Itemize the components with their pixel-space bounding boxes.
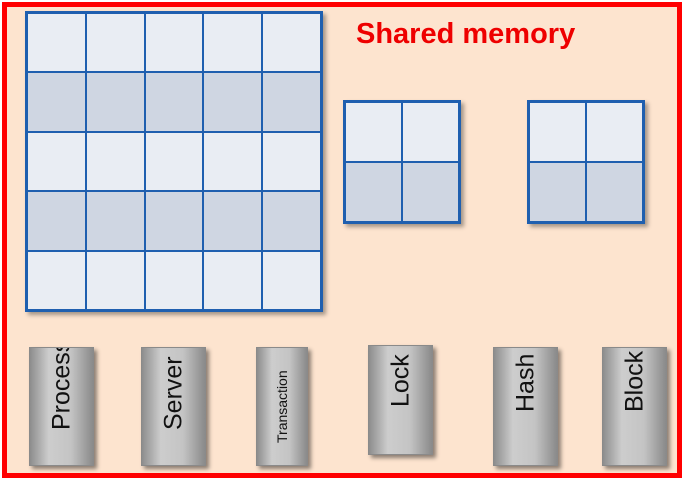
block-block: Block (602, 347, 667, 466)
grid-row (345, 162, 459, 222)
grid-cell (144, 131, 204, 192)
grid-cell (203, 13, 263, 73)
grid-cell (262, 191, 321, 251)
grid-row (27, 131, 321, 192)
grid-cell (402, 162, 459, 222)
grid-cell (203, 191, 263, 251)
grid-cell (262, 13, 321, 73)
grid-cell (85, 250, 145, 310)
large-grid (25, 11, 323, 312)
grid-row (529, 162, 643, 222)
process-block: Process (29, 347, 94, 466)
grid-cell (203, 250, 263, 310)
grid-cell (27, 250, 86, 310)
grid-cell (85, 191, 145, 251)
grid-cell (144, 13, 204, 73)
transaction-label: Transaction (274, 370, 290, 443)
grid-cell (262, 131, 321, 192)
process-label: Process (47, 347, 75, 430)
transaction-block: Transaction (256, 347, 308, 466)
grid-cell (27, 72, 86, 132)
grid-row (27, 72, 321, 132)
grid-row (529, 102, 643, 162)
grid-row (27, 191, 321, 251)
grid-cell (402, 102, 459, 162)
hash-block: Hash (493, 347, 558, 466)
diagram-title: Shared memory (356, 18, 576, 50)
small-grid-1 (343, 100, 461, 224)
grid-cell (27, 13, 86, 73)
lock-label: Lock (386, 354, 414, 407)
grid-cell (144, 191, 204, 251)
grid-cell (27, 191, 86, 251)
grid-cell (144, 250, 204, 310)
grid-cell (262, 72, 321, 132)
grid-cell (203, 72, 263, 132)
grid-cell (27, 131, 86, 192)
grid-cell (345, 162, 402, 222)
grid-cell (85, 72, 145, 132)
grid-row (27, 13, 321, 73)
grid-cell (529, 102, 586, 162)
lock-block: Lock (368, 345, 433, 455)
small-grid-2 (527, 100, 645, 224)
grid-cell (262, 250, 321, 310)
block-label: Block (620, 350, 648, 412)
server-block: Server (141, 347, 206, 466)
grid-cell (203, 131, 263, 192)
grid-cell (144, 72, 204, 132)
grid-cell (586, 102, 643, 162)
grid-cell (85, 131, 145, 192)
grid-cell (85, 13, 145, 73)
hash-label: Hash (511, 353, 539, 412)
grid-cell (586, 162, 643, 222)
server-label: Server (159, 356, 187, 430)
grid-row (27, 250, 321, 310)
grid-cell (529, 162, 586, 222)
grid-row (345, 102, 459, 162)
grid-cell (345, 102, 402, 162)
